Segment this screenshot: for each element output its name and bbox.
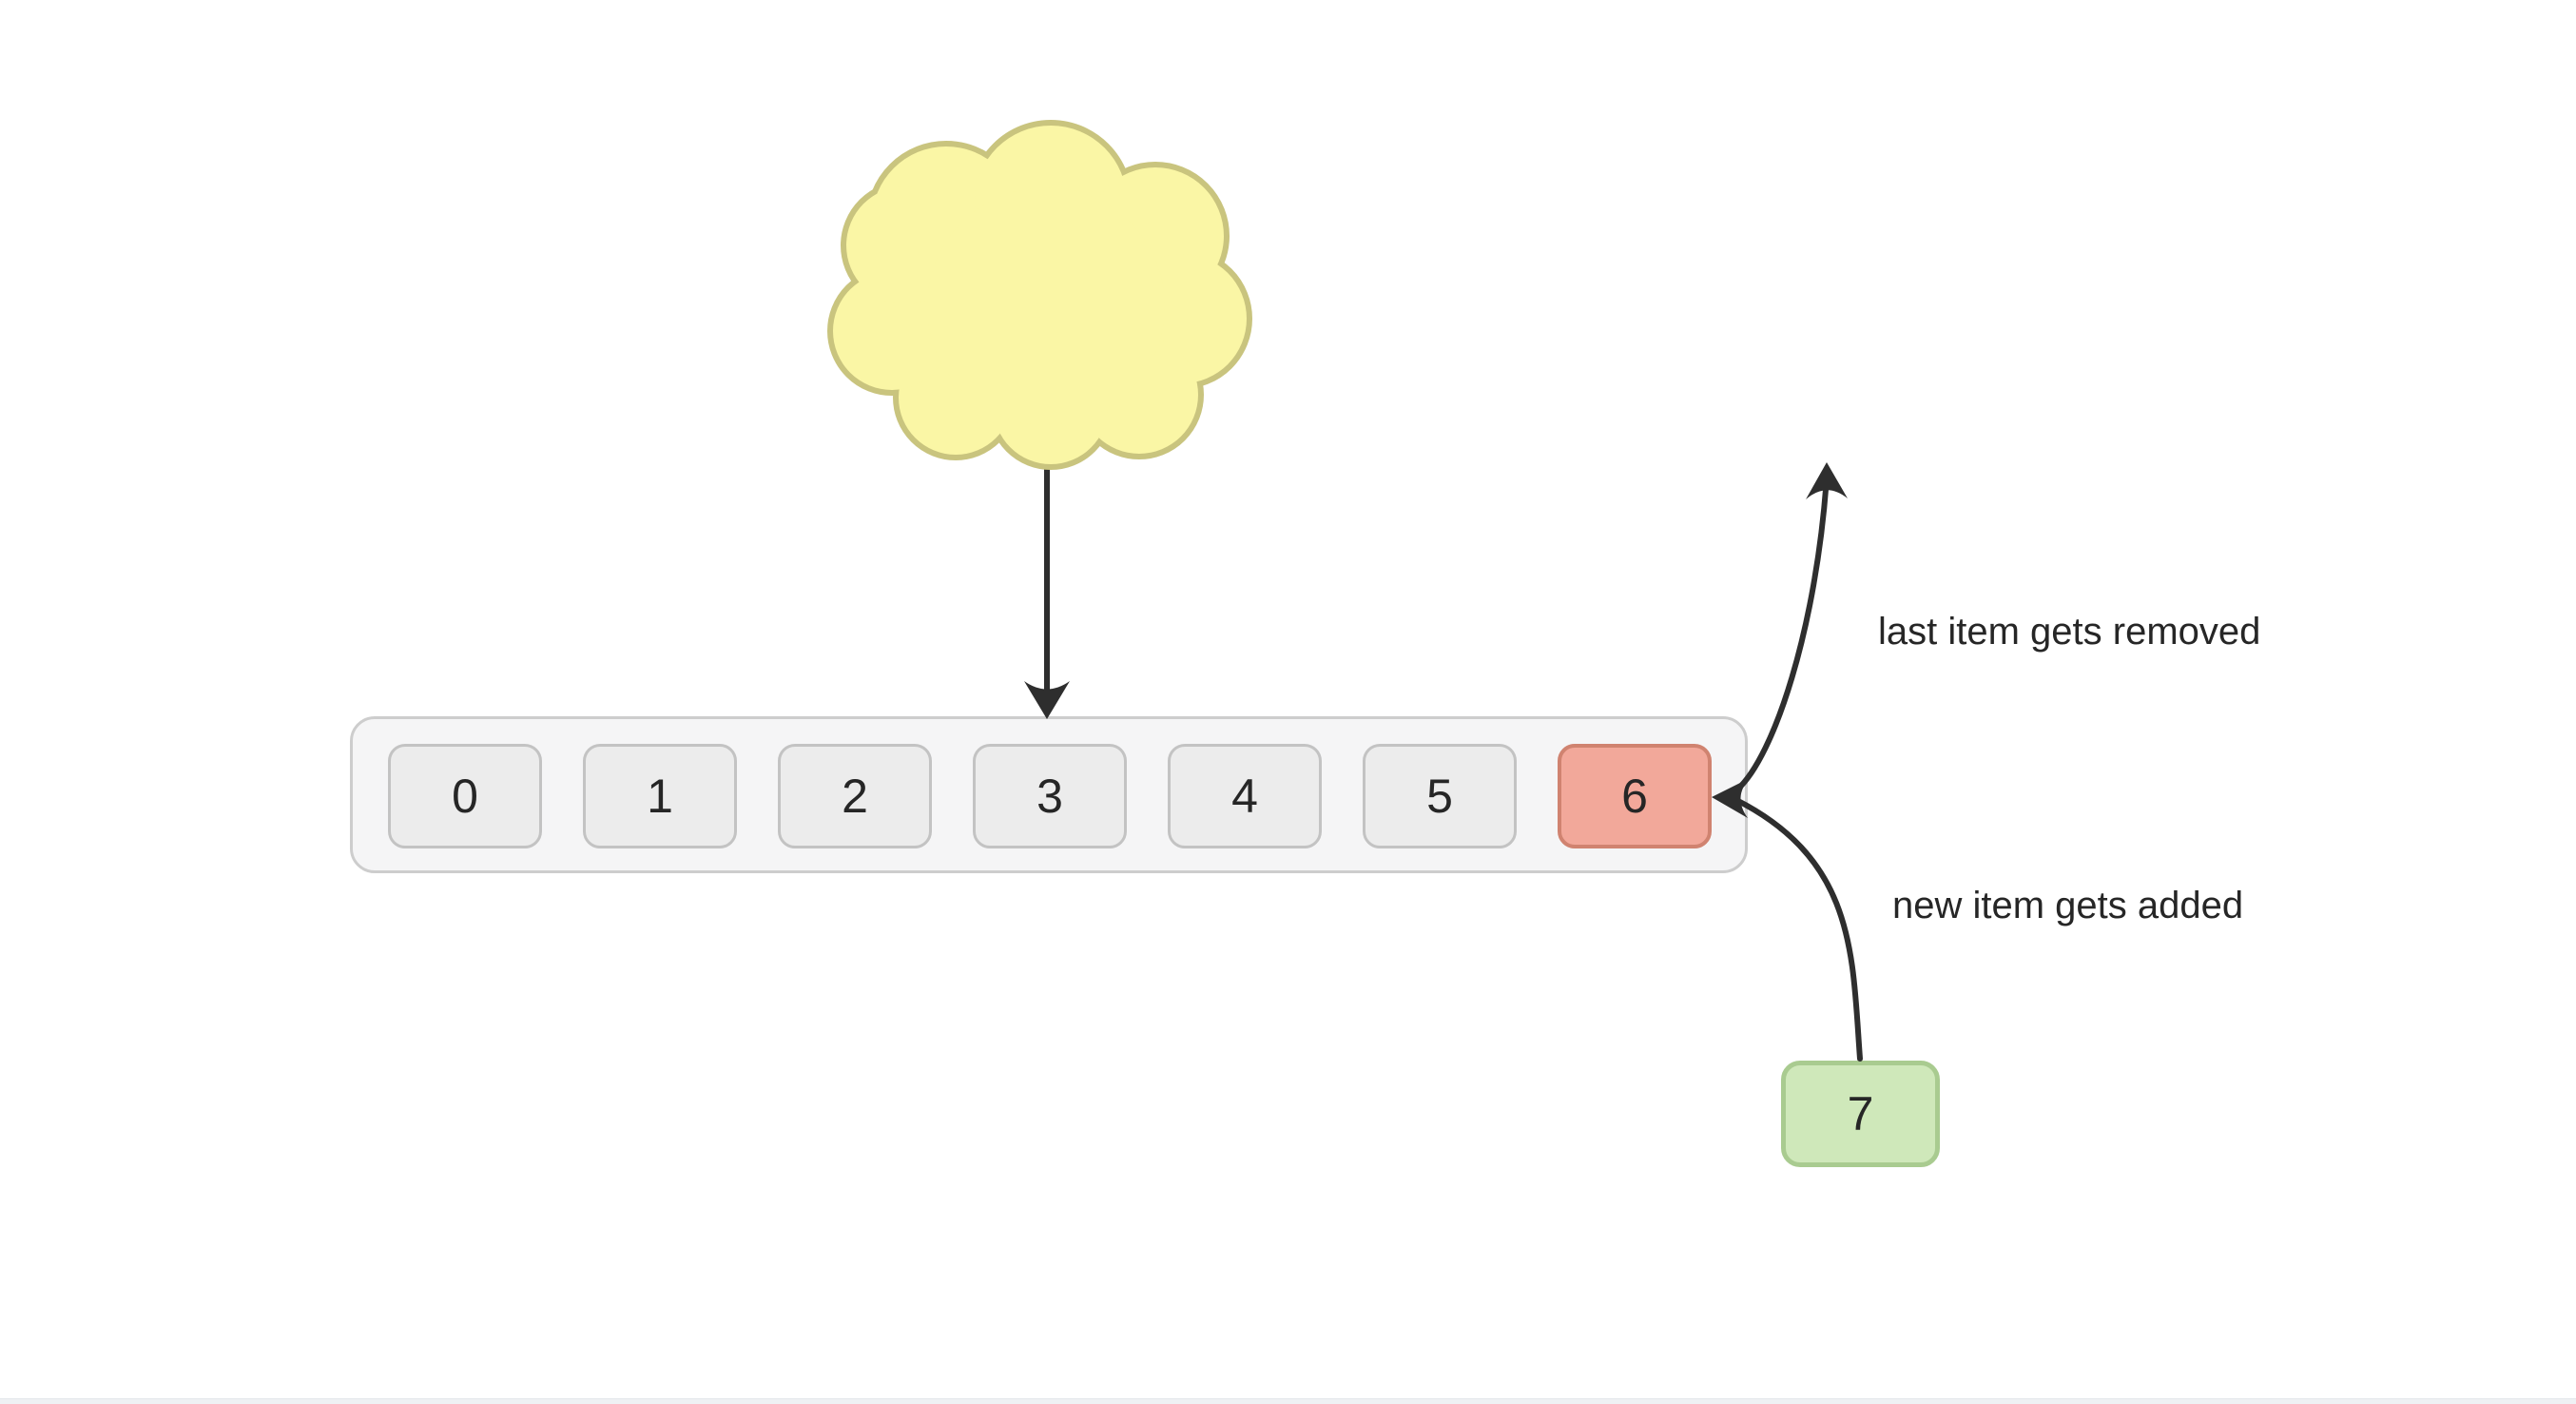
array-cell-0: 0 [388, 744, 542, 848]
array-cell-3: 3 [973, 744, 1127, 848]
remove-last-item-arrow [1734, 462, 1848, 792]
cloud-icon [827, 120, 1252, 470]
new-item-cell: 7 [1781, 1061, 1940, 1167]
array-container: 0 1 2 3 4 5 6 [350, 716, 1748, 873]
window-bottom-edge [0, 1398, 2576, 1404]
array-cell-removed: 6 [1558, 744, 1712, 848]
array-cell-4: 4 [1168, 744, 1322, 848]
added-annotation-label: new item gets added [1892, 885, 2244, 926]
array-cell-1: 1 [583, 744, 737, 848]
array-cell-5: 5 [1363, 744, 1517, 848]
removed-annotation-label: last item gets removed [1878, 611, 2261, 653]
cloud-to-array-arrow [1024, 454, 1070, 719]
array-cell-2: 2 [778, 744, 932, 848]
